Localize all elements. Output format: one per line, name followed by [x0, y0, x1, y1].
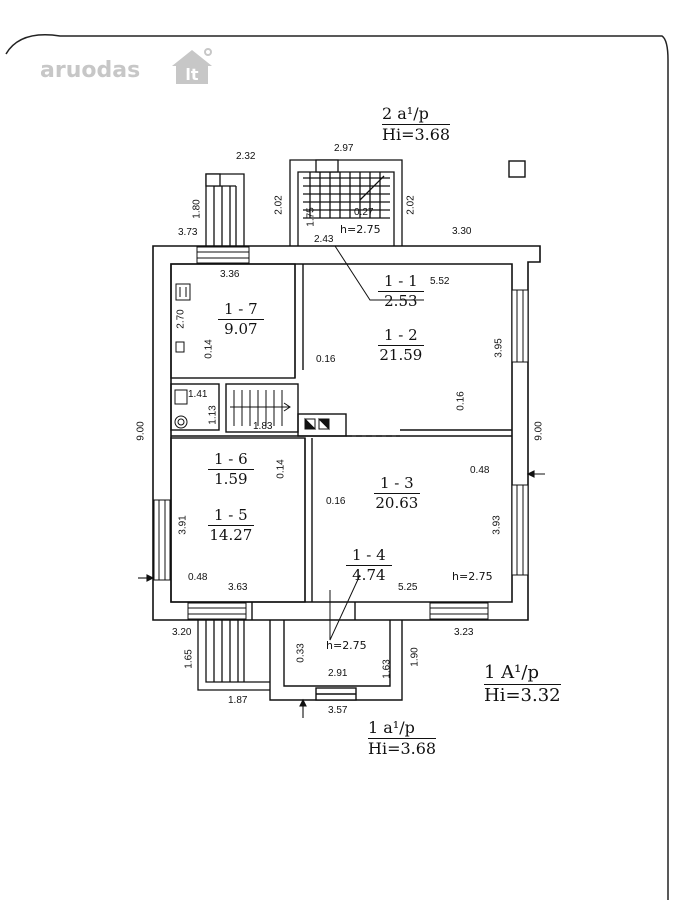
dim-right-total: 9.00 — [533, 421, 545, 441]
dim-bottom-porch-wall: 0.33 — [295, 643, 307, 663]
dim-bottom-porch-right: 1.90 — [409, 647, 421, 667]
height-bottom-porch: h=2.75 — [326, 639, 367, 652]
leader-lines — [329, 245, 424, 641]
dim-room6-width: 1.41 — [188, 389, 208, 400]
room-area: 9.07 — [224, 320, 258, 338]
room-id: 1 - 3 — [374, 476, 420, 494]
dim-top-stair-width: 2.97 — [334, 143, 354, 154]
room-label-1-1: 1 - 1 2.53 — [378, 274, 424, 309]
room-label-1-4: 1 - 4 4.74 — [346, 548, 392, 583]
dim-hall-wall: 0.16 — [316, 354, 336, 365]
dim-top-stair-corner: 2.43 — [314, 234, 334, 245]
watermark-text: aruodas — [40, 58, 141, 83]
dim-bottom-right: 3.23 — [454, 627, 474, 638]
dim-room6-depth: 1.13 — [207, 405, 219, 425]
floor-label-upper: 2 a¹/p Hi=3.68 — [382, 106, 451, 144]
top-left-porch — [205, 173, 245, 246]
dim-left-total: 9.00 — [135, 421, 147, 441]
chimney-blocks — [304, 417, 330, 431]
dim-bottom-porch-side: 1.63 — [381, 659, 393, 679]
dim-top-stair-landing: 0.27 — [354, 207, 374, 218]
dim-room3-depth: 3.93 — [491, 515, 503, 535]
dim-top-left-porch-offset: 3.73 — [178, 227, 198, 238]
dim-room1-width: 5.52 — [430, 276, 450, 287]
dim-room2-depth: 3.95 — [493, 338, 505, 358]
room-id: 1 - 5 — [208, 508, 254, 526]
watermark-tld: lt — [185, 65, 198, 84]
floor-label-upper-line1: 2 a¹/p — [382, 106, 451, 125]
room-area: 20.63 — [375, 494, 419, 512]
floor-label-right-line2: Hi=3.32 — [484, 685, 561, 706]
dim-top-stair-inner: 1.75 — [305, 207, 317, 227]
dim-stair-width: 1.83 — [253, 421, 273, 432]
dim-room5-depth: 3.91 — [177, 515, 189, 535]
boiler-icon — [175, 283, 191, 353]
bottom-porch — [269, 620, 403, 701]
room-area: 1.59 — [214, 470, 248, 488]
house-logo-icon: lt — [172, 48, 212, 84]
watermark-logo: aruodas — [40, 58, 140, 83]
room-area: 2.53 — [384, 292, 418, 310]
room-id: 1 - 4 — [346, 548, 392, 566]
sheet-border — [5, 34, 669, 900]
floor-label-right: 1 A¹/p Hi=3.32 — [484, 664, 561, 705]
room-id: 1 - 7 — [218, 302, 264, 320]
dim-bottom-porch-width: 1.87 — [228, 695, 248, 706]
dim-room2-wall: 0.16 — [455, 391, 467, 411]
room-label-1-3: 1 - 3 20.63 — [374, 476, 420, 511]
floor-label-bottom-line1: 1 a¹/p — [368, 720, 437, 739]
dim-room6-wall: 0.14 — [275, 459, 287, 479]
dim-room5-width: 3.63 — [228, 582, 248, 593]
bottom-left-porch — [197, 620, 270, 691]
room-id: 1 - 1 — [378, 274, 424, 292]
entry-arrows — [138, 470, 545, 718]
dim-room5-wall: 0.16 — [326, 496, 346, 507]
interior-walls — [170, 263, 512, 620]
floor-label-upper-line2: Hi=3.68 — [382, 125, 451, 144]
dim-bottom-porch-total: 3.57 — [328, 705, 348, 716]
dim-room7-wall: 0.14 — [203, 339, 215, 359]
dim-room4-width: 5.25 — [398, 582, 418, 593]
inner-stair — [230, 390, 291, 426]
dim-room3-offset: 0.48 — [470, 465, 490, 476]
dim-bottom-left: 3.20 — [172, 627, 192, 638]
floor-label-bottom-line2: Hi=3.68 — [368, 739, 437, 758]
room-area: 4.74 — [352, 566, 386, 584]
dim-room5-offset: 0.48 — [188, 572, 208, 583]
floor-label-right-line1: 1 A¹/p — [484, 664, 561, 685]
dim-top-stair-right: 2.02 — [405, 195, 417, 215]
top-stair — [289, 159, 403, 246]
dim-bottom-porch-depth: 1.65 — [183, 649, 195, 669]
dim-top-stair-depth: 2.02 — [273, 195, 285, 215]
room-label-1-6: 1 - 6 1.59 — [208, 452, 254, 487]
room-label-1-7: 1 - 7 9.07 — [218, 302, 264, 337]
room-area: 21.59 — [379, 346, 423, 364]
dim-bottom-porch-inner: 2.91 — [328, 668, 348, 679]
dim-room7-width: 3.36 — [220, 269, 240, 280]
room-area: 14.27 — [209, 526, 253, 544]
dim-top-right: 3.30 — [452, 226, 472, 237]
room-id: 1 - 2 — [378, 328, 424, 346]
room-id: 1 - 6 — [208, 452, 254, 470]
dim-top-left-porch-depth: 1.80 — [191, 199, 203, 219]
room-label-1-2: 1 - 2 21.59 — [378, 328, 424, 363]
room-label-1-5: 1 - 5 14.27 — [208, 508, 254, 543]
dim-top-left-porch-width: 2.32 — [236, 151, 256, 162]
height-main: h=2.75 — [452, 570, 493, 583]
dim-room7-depth: 2.70 — [175, 309, 187, 329]
corner-marker — [508, 160, 526, 178]
floor-label-bottom: 1 a¹/p Hi=3.68 — [368, 720, 437, 758]
height-top-porch: h=2.75 — [340, 223, 381, 236]
wc-fixtures — [174, 389, 188, 429]
windows — [153, 246, 529, 620]
